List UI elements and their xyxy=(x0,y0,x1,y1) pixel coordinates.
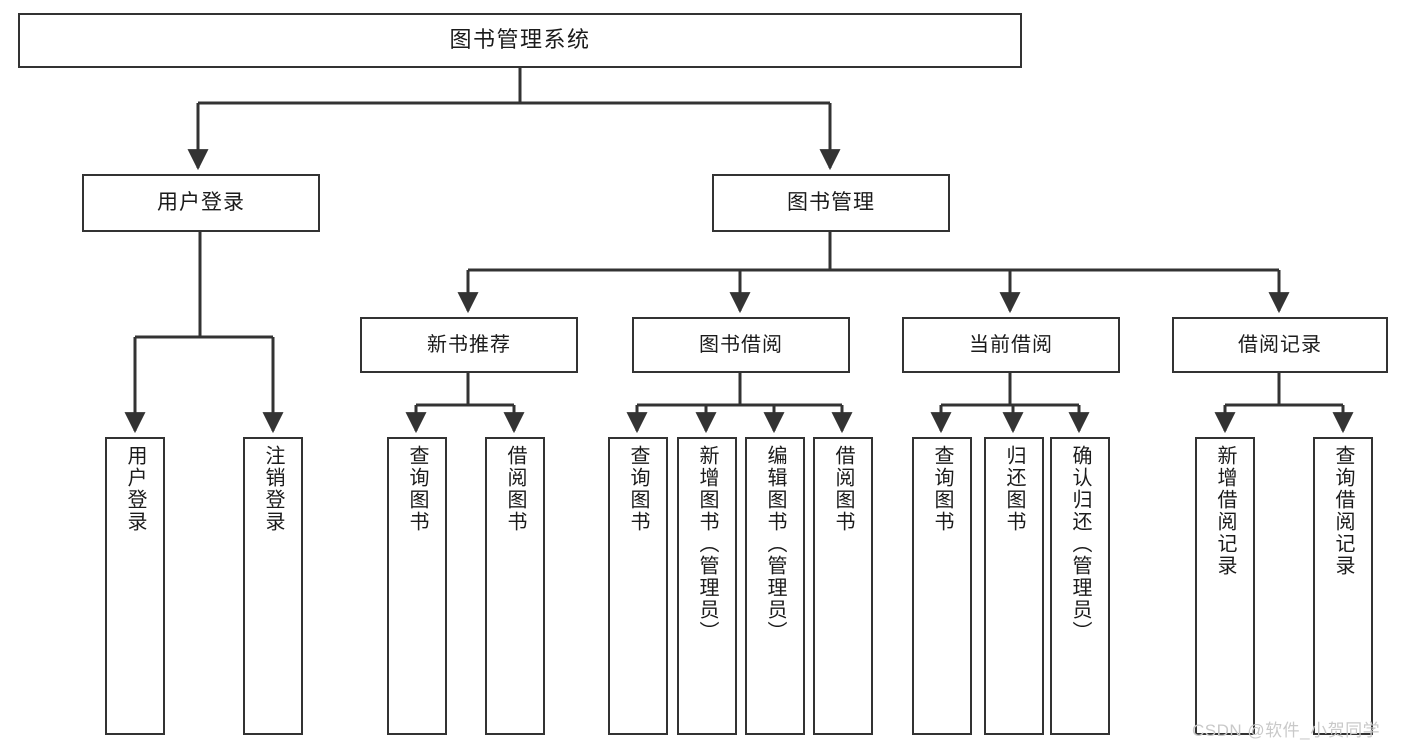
node-leaf-query-record-label: 查询借阅记录 xyxy=(1332,445,1354,577)
node-leaf-borrow-book-2-label: 借阅图书 xyxy=(832,445,854,533)
node-leaf-borrow-book-1[interactable]: 借阅图书 xyxy=(485,437,545,735)
node-leaf-query-record[interactable]: 查询借阅记录 xyxy=(1313,437,1373,735)
node-borrow-record-label: 借阅记录 xyxy=(1238,333,1322,356)
node-book-manage[interactable]: 图书管理 xyxy=(712,174,950,232)
node-user-login-label: 用户登录 xyxy=(157,191,245,215)
node-leaf-edit-book[interactable]: 编辑图书（管理员） xyxy=(745,437,805,735)
node-leaf-add-book[interactable]: 新增图书（管理员） xyxy=(677,437,737,735)
node-leaf-borrow-book-2[interactable]: 借阅图书 xyxy=(813,437,873,735)
node-book-manage-label: 图书管理 xyxy=(787,191,875,215)
node-leaf-query-book-3[interactable]: 查询图书 xyxy=(912,437,972,735)
node-leaf-user-logout[interactable]: 注销登录 xyxy=(243,437,303,735)
node-current-borrow-label: 当前借阅 xyxy=(969,333,1053,356)
node-book-borrow[interactable]: 图书借阅 xyxy=(632,317,850,373)
node-leaf-query-book-1[interactable]: 查询图书 xyxy=(387,437,447,735)
node-leaf-return-book-label: 归还图书 xyxy=(1003,445,1025,533)
node-leaf-borrow-book-1-label: 借阅图书 xyxy=(504,445,526,533)
node-leaf-user-login-label: 用户登录 xyxy=(124,445,146,533)
node-leaf-confirm-return[interactable]: 确认归还（管理员） xyxy=(1050,437,1110,735)
csdn-watermark: CSDN @软件_小贺同学 xyxy=(1192,721,1381,740)
node-leaf-query-book-2[interactable]: 查询图书 xyxy=(608,437,668,735)
node-leaf-query-book-1-label: 查询图书 xyxy=(406,445,428,533)
node-leaf-add-record-label: 新增借阅记录 xyxy=(1214,445,1236,577)
node-leaf-return-book[interactable]: 归还图书 xyxy=(984,437,1044,735)
node-borrow-record[interactable]: 借阅记录 xyxy=(1172,317,1388,373)
node-new-book-recommend-label: 新书推荐 xyxy=(427,333,511,356)
node-current-borrow[interactable]: 当前借阅 xyxy=(902,317,1120,373)
node-leaf-confirm-return-label: 确认归还（管理员） xyxy=(1069,445,1091,643)
node-leaf-add-record[interactable]: 新增借阅记录 xyxy=(1195,437,1255,735)
node-book-borrow-label: 图书借阅 xyxy=(699,333,783,356)
node-leaf-query-book-2-label: 查询图书 xyxy=(627,445,649,533)
node-root-label: 图书管理系统 xyxy=(449,27,591,53)
node-user-login[interactable]: 用户登录 xyxy=(82,174,320,232)
node-leaf-add-book-label: 新增图书（管理员） xyxy=(696,445,718,643)
node-leaf-query-book-3-label: 查询图书 xyxy=(931,445,953,533)
node-new-book-recommend[interactable]: 新书推荐 xyxy=(360,317,578,373)
node-leaf-user-logout-label: 注销登录 xyxy=(262,445,284,533)
node-root-system[interactable]: 图书管理系统 xyxy=(18,13,1022,68)
node-leaf-edit-book-label: 编辑图书（管理员） xyxy=(764,445,786,643)
node-leaf-user-login[interactable]: 用户登录 xyxy=(105,437,165,735)
